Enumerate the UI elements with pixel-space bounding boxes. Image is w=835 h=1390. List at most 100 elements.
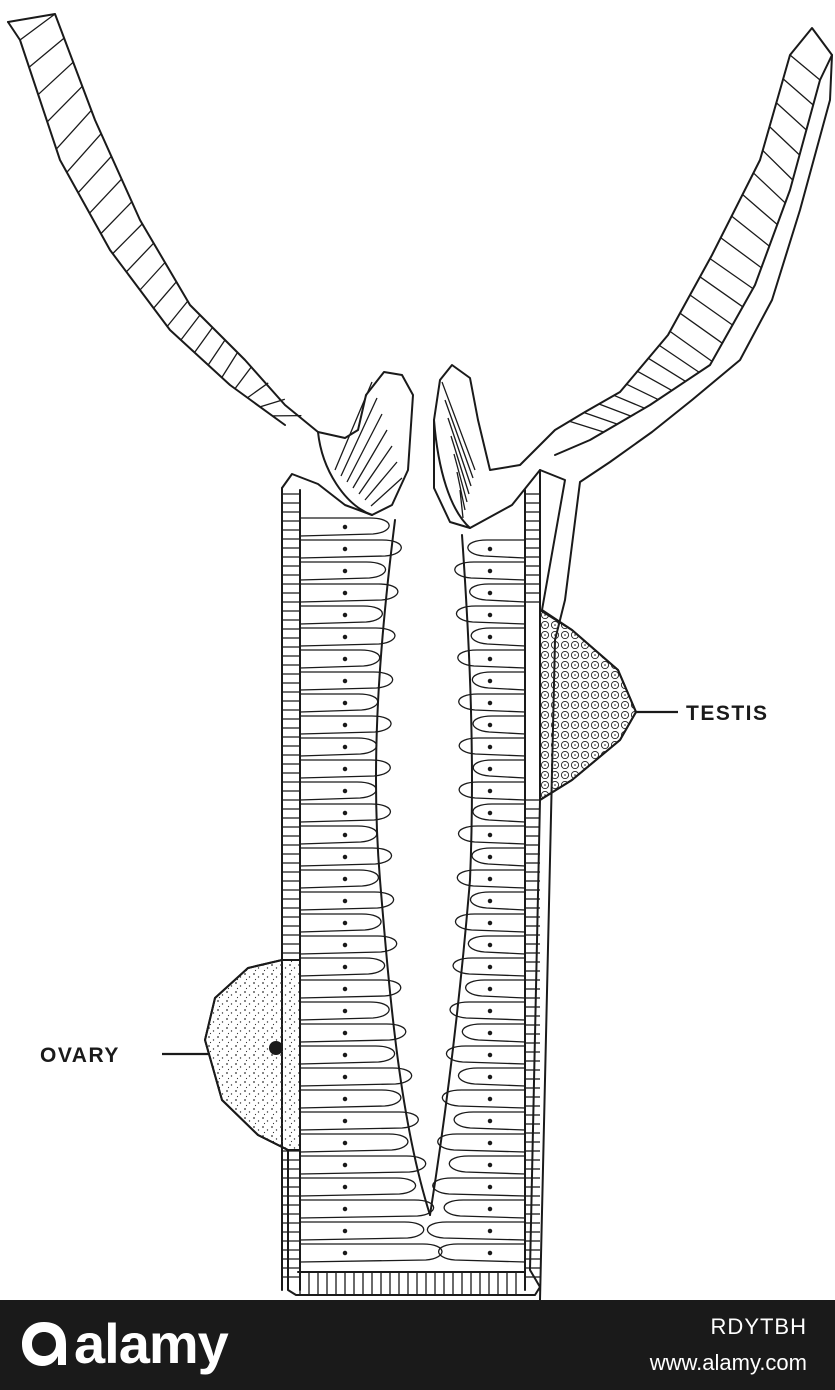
hypostome-cell xyxy=(450,435,470,495)
cell-nucleus xyxy=(342,942,348,948)
gastrodermis-cell xyxy=(299,891,395,911)
cell-nucleus xyxy=(487,1074,493,1080)
cell-nucleus xyxy=(487,656,493,662)
gastrodermis-cell xyxy=(456,869,526,889)
tentacle-cell xyxy=(180,314,201,341)
hypostome-cell xyxy=(444,399,474,479)
tentacle-cell xyxy=(637,370,673,392)
tentacle-cell xyxy=(221,352,239,378)
gastrodermis-cell xyxy=(426,1221,526,1241)
cell-nucleus xyxy=(487,942,493,948)
cell-nucleus xyxy=(342,656,348,662)
cell-nucleus xyxy=(487,678,493,684)
gastrodermis-cell xyxy=(299,583,399,603)
gastrodermis-cell xyxy=(443,1199,526,1219)
cell-nucleus xyxy=(487,964,493,970)
gastrodermis-cell xyxy=(299,759,391,779)
tentacle-cell xyxy=(139,262,166,291)
gastrodermis-cell xyxy=(458,737,526,757)
tentacle-cell xyxy=(46,85,83,123)
cell-nucleus xyxy=(342,634,348,640)
cell-nucleus xyxy=(487,1228,493,1234)
tentacle-cell xyxy=(194,327,214,353)
stock-banner: alamy RDYTBH www.alamy.com xyxy=(0,1300,835,1390)
gastrodermis-cell xyxy=(299,1045,396,1065)
image-id: RDYTBH xyxy=(710,1314,807,1339)
ovary-nucleus xyxy=(269,1041,283,1055)
tentacle-cell xyxy=(762,149,794,181)
gastrodermis-cell xyxy=(299,1243,443,1263)
hypostome-cell xyxy=(352,429,388,489)
gastrodermis-cell xyxy=(454,913,526,933)
gastrodermis-cell xyxy=(299,935,398,955)
tentacle-cell xyxy=(658,344,700,373)
cell-nucleus xyxy=(342,1074,348,1080)
tentacle-cell xyxy=(569,420,604,433)
brand-logo: alamy xyxy=(18,1312,229,1376)
cell-nucleus xyxy=(487,546,493,552)
cell-nucleus xyxy=(487,1162,493,1168)
gastrodermis-cell xyxy=(299,693,379,713)
cell-nucleus xyxy=(487,810,493,816)
cell-nucleus xyxy=(342,568,348,574)
cell-nucleus xyxy=(342,898,348,904)
cell-nucleus xyxy=(487,1118,493,1124)
gastrodermis-cell xyxy=(454,561,526,581)
gastrodermis-cell xyxy=(299,1089,402,1109)
tentacle-cell xyxy=(28,37,65,68)
alamy-a-mark-icon xyxy=(22,1322,66,1366)
cell-nucleus xyxy=(342,722,348,728)
body-outline xyxy=(7,13,833,1300)
cell-nucleus xyxy=(487,612,493,618)
gastrodermis-cell xyxy=(467,935,526,955)
brand-name: alamy xyxy=(74,1312,229,1375)
hypostome-cell xyxy=(340,397,378,477)
cell-nucleus xyxy=(487,590,493,596)
tentacle-cell xyxy=(613,394,645,409)
tentacle-cell xyxy=(234,366,253,390)
cell-nucleus xyxy=(342,678,348,684)
cell-nucleus xyxy=(342,810,348,816)
gastrodermis-cell xyxy=(465,979,526,999)
tentacle-cell xyxy=(247,382,269,399)
cell-nucleus xyxy=(342,700,348,706)
gastrodermis-cell xyxy=(299,1199,435,1219)
tentacle-cell xyxy=(153,281,177,309)
tentacle-cell xyxy=(769,126,800,156)
gastrodermis-cell xyxy=(437,1133,526,1153)
gastrodermis-cell xyxy=(299,913,382,933)
cell-nucleus xyxy=(487,1206,493,1212)
gastrodermis-cell xyxy=(471,671,526,691)
gastrodermis-cell xyxy=(299,957,386,977)
tentacle-cell xyxy=(100,201,133,235)
tentacle-cell xyxy=(77,155,112,194)
gastrodermis-cell xyxy=(469,891,526,911)
cell-nucleus xyxy=(342,1030,348,1036)
gastrodermis-cell xyxy=(437,1243,526,1263)
gastrodermis-cell xyxy=(299,627,396,647)
tentacle-cell xyxy=(55,109,92,150)
tentacle-cell xyxy=(19,13,56,41)
gastrodermis-cell xyxy=(455,605,526,625)
cell-nucleus xyxy=(342,854,348,860)
cell-nucleus xyxy=(487,1250,493,1256)
gastrodermis-cell xyxy=(299,1155,427,1175)
gastrodermis-cell xyxy=(299,1001,390,1021)
gastrodermis-cell xyxy=(448,1155,526,1175)
gastrodermis-cell xyxy=(299,979,402,999)
gastrodermis-cell xyxy=(299,781,377,801)
tentacle-cell xyxy=(720,237,762,269)
cell-nucleus xyxy=(342,1052,348,1058)
tentacle-cell xyxy=(742,194,778,226)
hypostome-cell xyxy=(358,445,393,495)
gastrodermis-cell xyxy=(299,803,392,823)
cell-nucleus xyxy=(487,1184,493,1190)
cell-nucleus xyxy=(342,1008,348,1014)
gastrodermis-cell xyxy=(299,561,387,581)
tentacle-cell xyxy=(584,412,618,425)
gastrodermis-cell xyxy=(452,957,526,977)
gastrodermis-cell xyxy=(458,693,526,713)
hypostome-cell xyxy=(453,453,468,503)
cell-nucleus xyxy=(342,524,348,530)
gastrodermis-cell xyxy=(299,737,378,757)
